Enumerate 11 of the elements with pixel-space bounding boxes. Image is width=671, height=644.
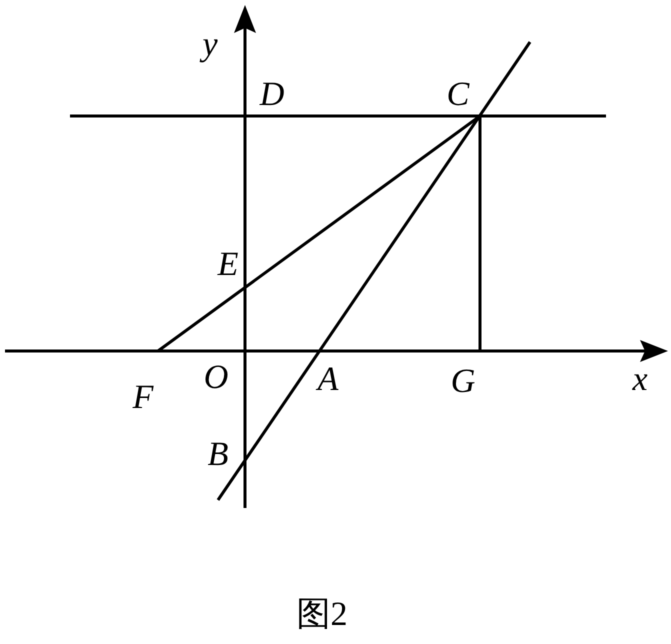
point-label: O: [204, 361, 228, 395]
point-label: E: [218, 248, 238, 282]
point-label: B: [208, 438, 228, 472]
figure-caption: 图2: [296, 598, 348, 632]
point-label: C: [446, 78, 470, 112]
axis-label: y: [202, 28, 218, 62]
point-label: A: [318, 363, 338, 397]
point-label: G: [450, 365, 476, 399]
point-label: D: [260, 78, 284, 112]
axis-label: x: [632, 363, 648, 397]
point-label: F: [132, 381, 154, 415]
